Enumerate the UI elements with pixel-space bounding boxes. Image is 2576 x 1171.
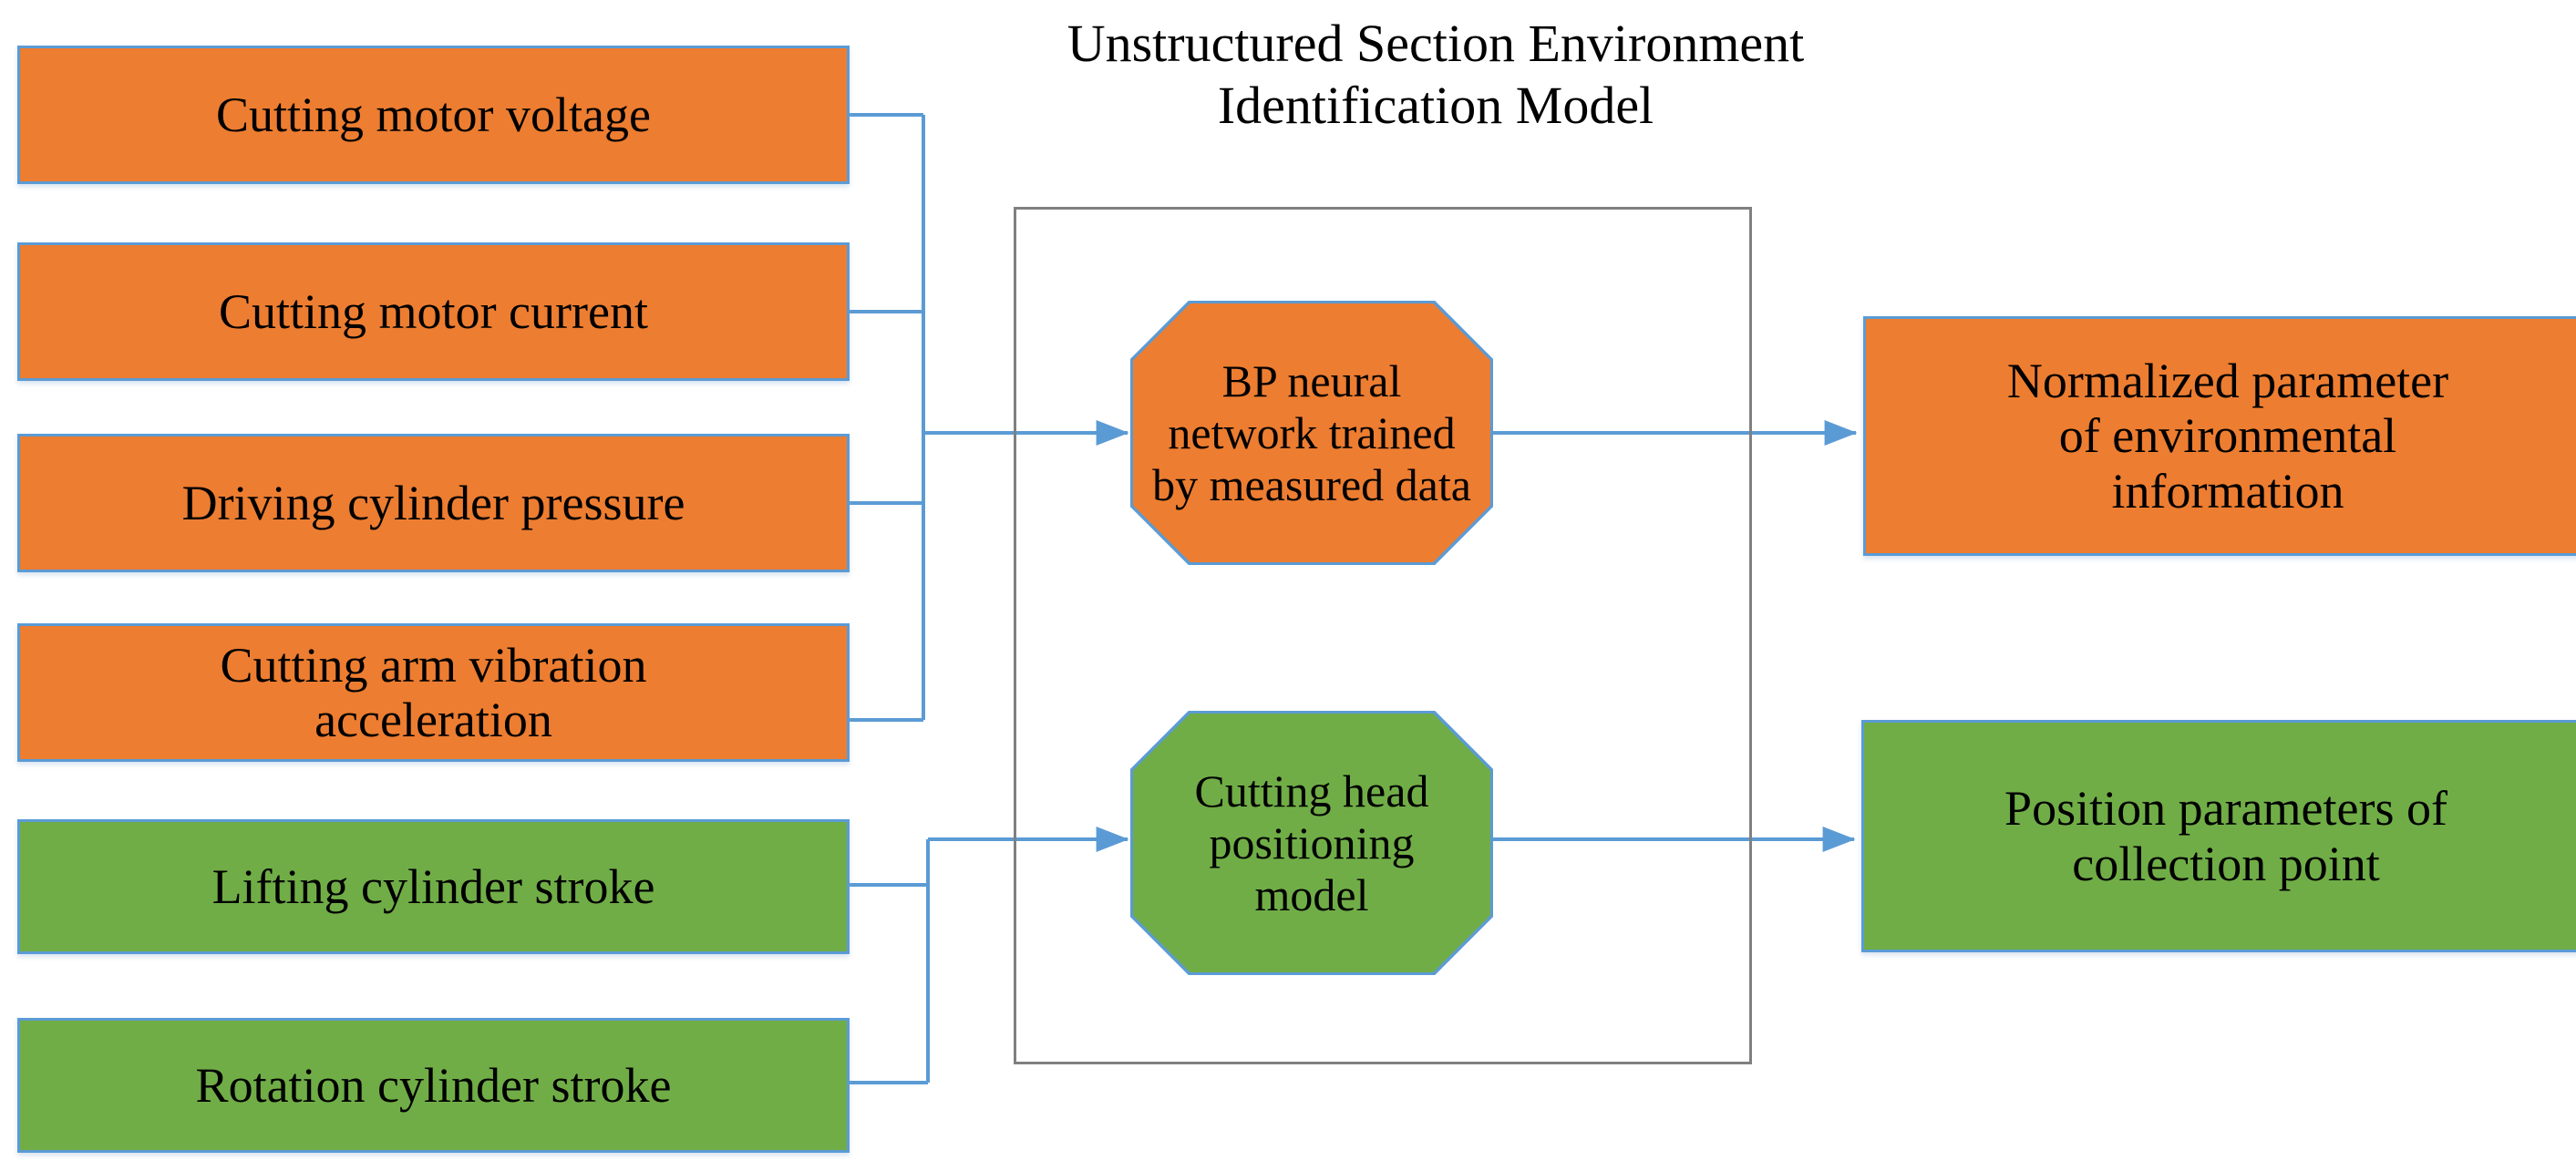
output-box-position-parameters-collection-point[interactable]: Position parameters of collection point [1861, 720, 2576, 952]
input-label: Cutting arm vibration acceleration [220, 637, 647, 747]
input-label: Rotation cylinder stroke [195, 1057, 672, 1113]
input-box-cutting-arm-vibration-acceleration[interactable]: Cutting arm vibration acceleration [17, 623, 850, 762]
process-label: Cutting head positioning model [1194, 765, 1429, 920]
input-label: Cutting motor current [219, 283, 648, 339]
output-box-normalized-environmental-parameter[interactable]: Normalized parameter of environmental in… [1863, 316, 2576, 556]
input-label: Driving cylinder pressure [181, 475, 685, 530]
model-container-frame [1014, 207, 1752, 1064]
input-box-driving-cylinder-pressure[interactable]: Driving cylinder pressure [17, 434, 850, 572]
input-box-lifting-cylinder-stroke[interactable]: Lifting cylinder stroke [17, 819, 850, 954]
process-label: BP neural network trained by measured da… [1152, 354, 1471, 510]
input-label: Cutting motor voltage [216, 87, 651, 142]
octagon-fill [1133, 303, 1490, 562]
input-box-rotation-cylinder-stroke[interactable]: Rotation cylinder stroke [17, 1018, 850, 1153]
octagon-fill [1133, 714, 1490, 972]
model-title: Unstructured Section Environment Identif… [1066, 14, 1805, 136]
output-label: Normalized parameter of environmental in… [2006, 353, 2449, 519]
input-label: Lifting cylinder stroke [211, 858, 655, 914]
process-node-cutting-head-positioning-model[interactable]: Cutting head positioning model [1130, 711, 1493, 975]
process-node-bp-neural-network[interactable]: BP neural network trained by measured da… [1130, 301, 1493, 565]
input-box-cutting-motor-voltage[interactable]: Cutting motor voltage [17, 46, 850, 184]
output-label: Position parameters of collection point [2004, 781, 2447, 891]
input-box-cutting-motor-current[interactable]: Cutting motor current [17, 242, 850, 381]
